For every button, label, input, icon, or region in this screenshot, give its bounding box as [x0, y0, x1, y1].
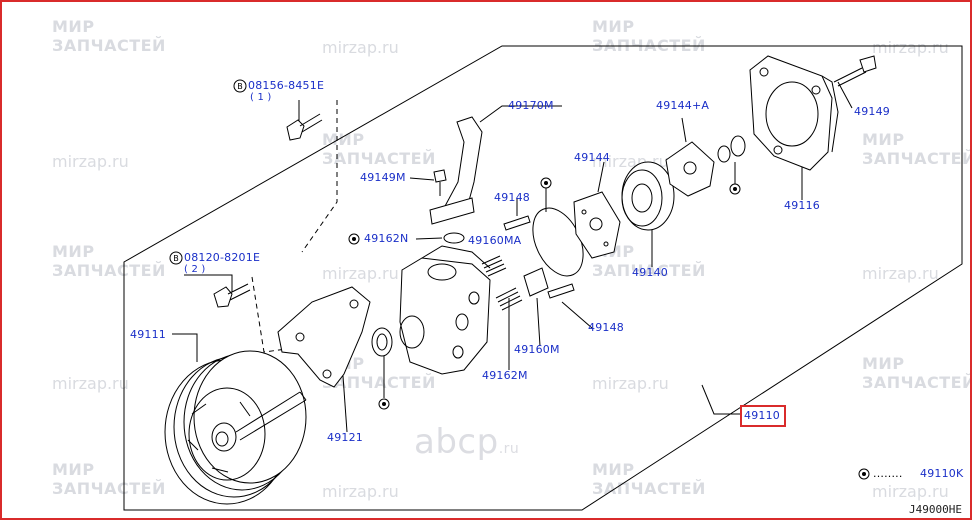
- watermark-zapchastey: ЗАПЧАСТЕЙ: [52, 36, 166, 55]
- bolt-08156-8451E: [286, 113, 323, 141]
- alignment-dash: [301, 100, 338, 253]
- leader-line: [172, 333, 198, 362]
- leader-line: [536, 297, 541, 347]
- label-49140[interactable]: 49140: [632, 266, 668, 279]
- seal: [371, 327, 393, 357]
- watermark-zapchastey: ЗАПЧАСТЕЙ: [322, 373, 436, 392]
- leader-line: [184, 274, 233, 292]
- watermark-zapchastey: ЗАПЧАСТЕЙ: [52, 479, 166, 498]
- watermark-mir: МИР: [52, 17, 95, 36]
- bolt-b-letter: B: [237, 82, 243, 91]
- label-kit-dots: ........: [873, 467, 903, 480]
- spring-49160MA: [481, 255, 507, 277]
- watermark-zapchastey: ЗАПЧАСТЕЙ: [862, 373, 972, 392]
- bolt-49149: [833, 55, 877, 87]
- watermark-zapchastey: ЗАПЧАСТЕЙ: [862, 149, 972, 168]
- watermark-site: mirzap.ru: [52, 374, 129, 393]
- diagram-code: J49000HE: [909, 503, 962, 516]
- label-49144[interactable]: 49144: [574, 151, 610, 164]
- label-49160M[interactable]: 49160M: [514, 343, 560, 356]
- leader-line: [409, 177, 435, 181]
- label-bolt-upper-qty: ( 1 ): [250, 92, 272, 103]
- watermark-site: mirzap.ru: [322, 38, 399, 57]
- watermark-zapchastey: ЗАПЧАСТЕЙ: [592, 261, 706, 280]
- o-ring-small-b: [730, 135, 746, 157]
- bolt-b-letter: B: [173, 254, 179, 263]
- watermark-site: mirzap.ru: [592, 374, 669, 393]
- label-49121[interactable]: 49121: [327, 431, 363, 444]
- leader-line: [701, 384, 740, 415]
- ring-symbol-dot: [862, 472, 866, 476]
- spring-49162M: [495, 287, 523, 311]
- label-49160MA[interactable]: 49160MA: [468, 234, 522, 247]
- pump-body: [399, 245, 491, 375]
- pulley-49111: [164, 350, 307, 505]
- ring-symbol-dot: [352, 237, 356, 241]
- watermark-zapchastey: ЗАПЧАСТЕЙ: [322, 149, 436, 168]
- ring-symbol-dot: [382, 402, 386, 406]
- watermark-zapchastey: ЗАПЧАСТЕЙ: [592, 479, 706, 498]
- pin-49148-bottom: [547, 283, 575, 299]
- o-ring-small-a: [717, 145, 731, 163]
- bolt-49149M: [433, 169, 447, 196]
- valve-49160M: [523, 267, 549, 297]
- label-49110K[interactable]: 49110K: [920, 467, 964, 480]
- watermark-site: mirzap.ru: [872, 482, 949, 501]
- watermark-mir: МИР: [862, 130, 905, 149]
- leader-line: [479, 105, 562, 123]
- cam-ring-49140: [621, 161, 675, 231]
- ring-symbol-dot: [544, 181, 548, 185]
- label-49116[interactable]: 49116: [784, 199, 820, 212]
- ring-symbol-dot: [733, 187, 737, 191]
- watermark-site: mirzap.ru: [322, 264, 399, 283]
- watermark-mir: МИР: [862, 354, 905, 373]
- label-49110[interactable]: 49110: [744, 409, 780, 422]
- side-plate-49144: [573, 191, 621, 259]
- watermark-mir: МИР: [592, 460, 635, 479]
- label-49170M[interactable]: 49170M: [508, 99, 554, 112]
- rear-housing-49116: [749, 55, 839, 171]
- watermark-site: mirzap.ru: [52, 152, 129, 171]
- watermark-mir: МИР: [52, 460, 95, 479]
- bolt-b-symbol: [169, 251, 183, 265]
- watermark-site: mirzap.ru: [322, 482, 399, 501]
- watermark-mir: МИР: [592, 17, 635, 36]
- leader-line: [597, 161, 605, 193]
- watermark-logo: abcp.ru: [414, 422, 520, 462]
- highlight-box: [740, 405, 786, 427]
- bracket-49121: [277, 286, 371, 388]
- leader-line: [837, 81, 853, 109]
- leader-line: [561, 301, 593, 329]
- label-49162N[interactable]: 49162N: [364, 232, 409, 245]
- suction-pipe-49170M: [429, 116, 483, 225]
- watermark-zapchastey: ЗАПЧАСТЕЙ: [52, 261, 166, 280]
- label-bolt-lower-code[interactable]: 08120-8201E: [184, 251, 261, 264]
- label-49149[interactable]: 49149: [854, 105, 890, 118]
- label-bolt-upper-code[interactable]: 08156-8451E: [248, 79, 325, 92]
- leader-line: [681, 117, 687, 143]
- watermark-mir: МИР: [52, 242, 95, 261]
- label-49162M[interactable]: 49162M: [482, 369, 528, 382]
- bolt-08120-8201E: [213, 283, 251, 308]
- label-49148-bottom[interactable]: 49148: [588, 321, 624, 334]
- o-ring-49162N: [443, 232, 465, 244]
- label-49111[interactable]: 49111: [130, 328, 166, 341]
- watermark-site: mirzap.ru: [872, 38, 949, 57]
- watermark-site: mirzap.ru: [862, 264, 939, 283]
- label-49148-top[interactable]: 49148: [494, 191, 530, 204]
- leader-line: [415, 237, 443, 240]
- pin-49148-top: [503, 215, 531, 231]
- label-49149M[interactable]: 49149M: [360, 171, 406, 184]
- bolt-b-symbol: [233, 79, 247, 93]
- side-plate-49144A: [665, 141, 715, 197]
- watermark-mir: МИР: [322, 130, 365, 149]
- label-49144A[interactable]: 49144+A: [656, 99, 710, 112]
- assembly-boundary: [123, 45, 963, 511]
- label-bolt-lower-qty: ( 2 ): [184, 264, 206, 275]
